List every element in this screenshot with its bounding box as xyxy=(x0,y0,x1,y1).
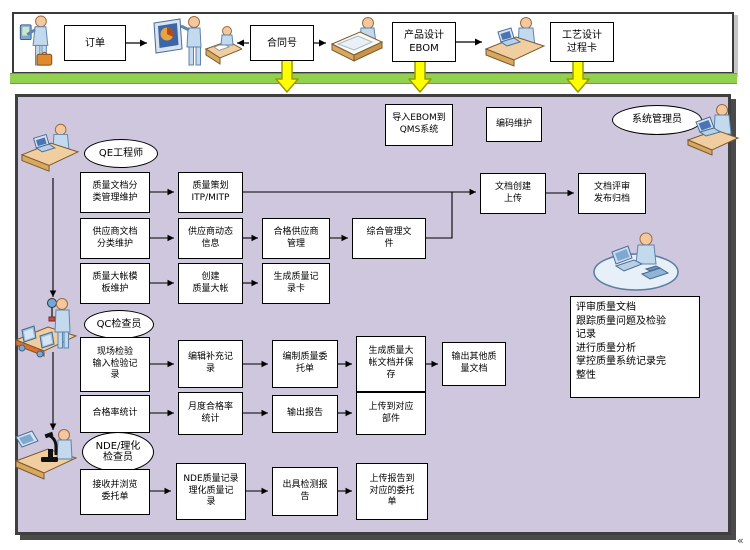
node-import-ebom: 导入EBOM到 QMS系统 xyxy=(385,104,453,146)
node-record-card: 生成质量记 录卡 xyxy=(262,263,330,304)
role-sysadmin: 系统管理员 xyxy=(612,105,702,135)
node-pass-rate-stats: 合格率统计 xyxy=(80,395,150,433)
node-issue-test-report: 出具检测报 告 xyxy=(272,467,338,516)
workstation-oval-desk-icon xyxy=(590,226,682,298)
node-doc-create-upload: 文档创建 上传 xyxy=(480,173,546,214)
laptop-desk-icon xyxy=(484,13,546,71)
node-ledger-template: 质量大帐模 板维护 xyxy=(80,263,150,304)
node-monthly-pass-rate: 月度合格率 统计 xyxy=(178,392,243,435)
node-upload-to-part: 上传到对应 部件 xyxy=(356,392,426,435)
qe-engineer-icon xyxy=(20,116,80,180)
node-nde-quality-records: NDE质量记录 理化质量记 录 xyxy=(176,463,246,520)
node-product-design-ebom: 产品设计 EBOM xyxy=(392,22,456,62)
node-quality-plan: 质量策划 ITP/MITP xyxy=(178,172,243,213)
node-code-maintenance: 编码维护 xyxy=(486,107,542,142)
node-integrated-doc: 综合管理文 件 xyxy=(352,218,426,259)
green-divider-bar xyxy=(10,73,737,84)
role-qe-engineer: QE工程师 xyxy=(84,139,158,168)
node-doc-classification: 质量文档分 类管理维护 xyxy=(80,172,150,213)
role-qc-inspector: QC检查员 xyxy=(84,310,154,339)
corner-mark: « xyxy=(737,534,744,547)
sysadmin-laptop-icon xyxy=(686,100,740,158)
sysadmin-duties-list: 评审质量文档 跟踪质量问题及检验 记录 进行质量分析 掌控质量系统记录完 整性 xyxy=(570,296,700,398)
node-upload-report-to-order: 上传报告到 对应的委托 单 xyxy=(356,463,428,520)
node-qualified-supplier: 合格供应商 管理 xyxy=(262,218,330,259)
presentation-duo-icon xyxy=(150,13,242,71)
node-site-inspection-input: 现场检验 输入检验记 录 xyxy=(80,337,150,392)
nde-microscope-icon xyxy=(14,422,78,482)
person-briefcase-icon xyxy=(16,14,60,69)
qc-inspector-icon xyxy=(14,296,78,358)
node-supplier-doc-maint: 供应商文档 分类维护 xyxy=(80,218,150,259)
role-nde-inspector: NDE/理化 检查员 xyxy=(82,432,154,472)
node-process-card: 工艺设计 过程卡 xyxy=(550,22,614,62)
node-order: 订单 xyxy=(64,25,126,61)
node-output-report: 输出报告 xyxy=(272,395,338,433)
node-doc-review-archive: 文档评审 发布归档 xyxy=(578,173,646,214)
node-contract: 合同号 xyxy=(250,25,314,61)
node-output-other-docs: 输出其他质 量文档 xyxy=(442,342,506,386)
drafting-desk-icon xyxy=(328,14,390,71)
node-generate-ledger-doc: 生成质量大 帐文档并保 存 xyxy=(356,336,426,392)
node-receive-entrust-order: 接收并浏览 委托单 xyxy=(80,469,150,515)
node-create-ledger: 创建 质量大帐 xyxy=(178,263,243,304)
node-quality-entrust-order: 编制质量委 托单 xyxy=(272,340,338,388)
node-supplier-dynamic-info: 供应商动态 信息 xyxy=(178,218,243,259)
node-edit-supplement-record: 编辑补充记 录 xyxy=(178,340,243,388)
